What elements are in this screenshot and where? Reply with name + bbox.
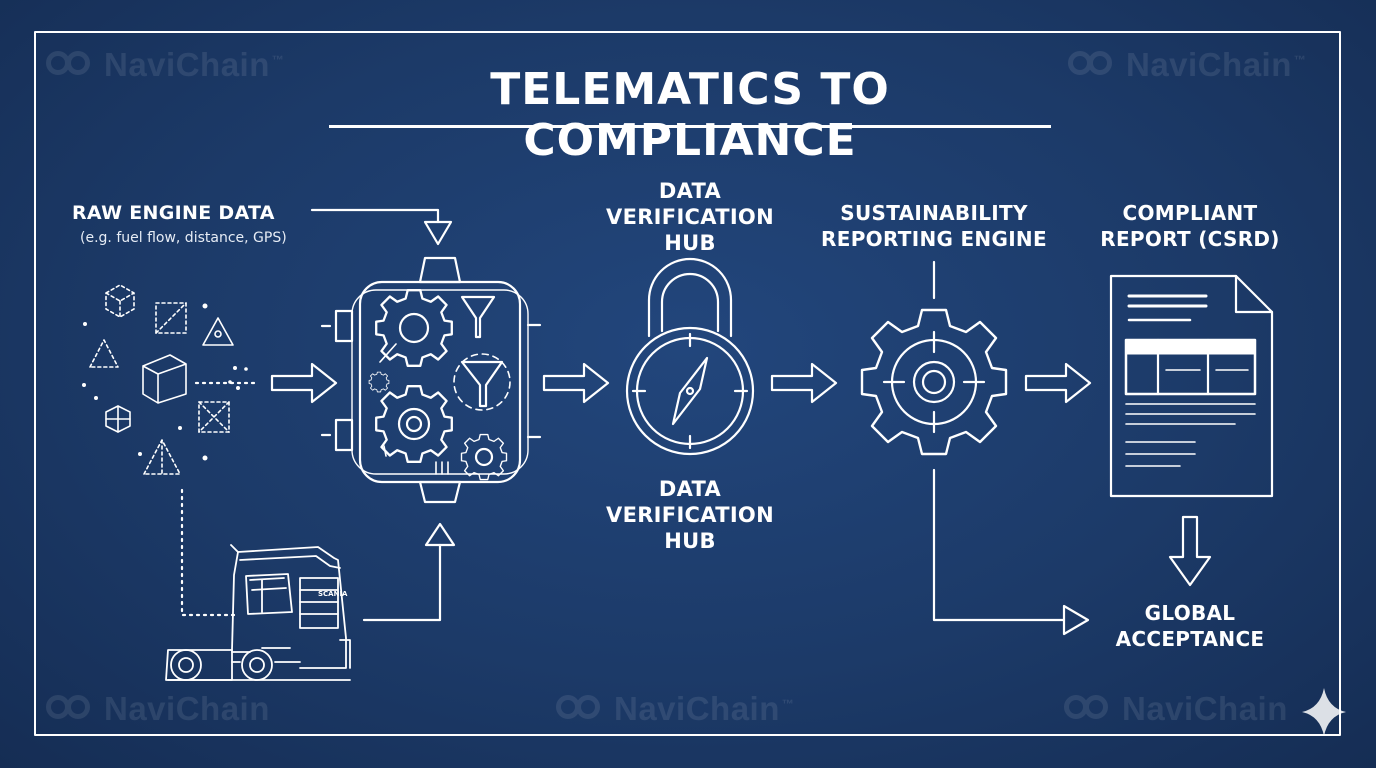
navichain-logo-icon [46, 51, 98, 79]
navichain-logo-icon [556, 695, 608, 723]
truck-brand-text: SCANIA [318, 590, 348, 598]
verification-hub-label-bottom: DATA VERIFICATION HUB [606, 477, 774, 553]
raw-engine-data-label: RAW ENGINE DATA [72, 202, 275, 224]
arrow-data-to-processor [270, 362, 338, 404]
arrowhead-down [423, 220, 453, 246]
arrow-engine-to-report [1024, 362, 1092, 404]
reporting-engine-label: SUSTAINABILITY REPORTING ENGINE [821, 201, 1047, 251]
verification-hub-label-top: DATA VERIFICATION HUB [606, 179, 774, 255]
arrowhead-to-acceptance [1062, 604, 1090, 636]
navichain-logo-icon [1068, 51, 1120, 79]
raw-engine-data-sublabel: (e.g. fuel flow, distance, GPS) [80, 230, 287, 246]
truck-icon: SCANIA [165, 544, 351, 681]
watermark-bottom-right: NaviChain [1064, 690, 1288, 728]
navichain-logo-icon [1064, 695, 1116, 723]
navichain-logo-icon [46, 695, 98, 723]
watermark-bottom-left: NaviChain [46, 690, 270, 728]
gear-target-icon [862, 260, 1090, 636]
dotted-connector [180, 488, 238, 617]
title-underline [329, 125, 1051, 128]
connector-label-processor [310, 208, 440, 224]
arrow-hub-to-engine [770, 362, 838, 404]
geometric-data-icon [82, 284, 260, 475]
outer-frame [34, 31, 1341, 736]
global-acceptance-label: GLOBAL ACCEPTANCE [1115, 601, 1265, 651]
arrowhead-up [424, 522, 456, 547]
gear-processor-icon [320, 256, 542, 504]
arrow-processor-to-hub [542, 362, 610, 404]
compliant-report-label: COMPLIANT REPORT (CSRD) [1100, 201, 1280, 251]
connector-truck-processor [362, 543, 442, 622]
arrow-report-to-acceptance [1168, 515, 1212, 587]
document-icon [1109, 274, 1274, 498]
page-title: TELEMATICS TO COMPLIANCE [490, 64, 890, 166]
sparkle-icon [1302, 688, 1346, 736]
padlock-compass-icon [625, 257, 755, 456]
